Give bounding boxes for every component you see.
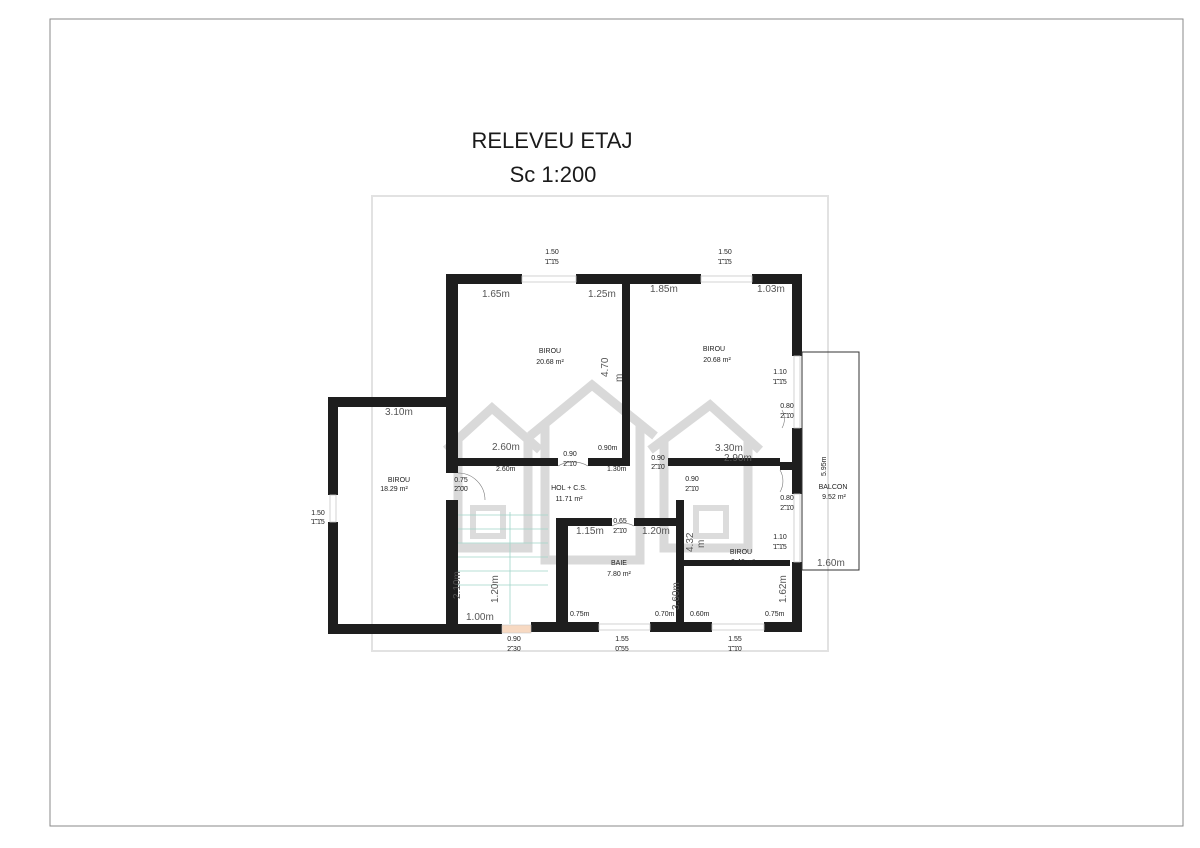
room-area: 18.29 m² <box>380 486 408 493</box>
dimension-label: 2.60m <box>492 442 520 453</box>
sheet-border <box>49 18 1184 827</box>
dimension-label: 2.90m <box>724 453 752 464</box>
opening-width: 0.90 <box>507 636 521 643</box>
dimension-label: 1.20m <box>642 526 670 537</box>
room-area: 7.80 m² <box>607 571 631 578</box>
balcony-outline <box>801 351 860 571</box>
plan-scale: Sc 1:200 <box>510 162 597 187</box>
opening-width: 1.55 <box>728 636 742 643</box>
room-labels: BIROU 20.68 m² BIROU 20.68 m² BIROU 18.2… <box>380 346 847 578</box>
dimension-label: 0.75m <box>570 611 590 618</box>
dimension-label: 0.90m <box>598 445 618 452</box>
opening-width: 0.80 <box>780 495 794 502</box>
dimension-label: 0.75m <box>765 611 785 618</box>
opening-height: 2.10 <box>685 486 699 493</box>
room-name: BIROU <box>539 348 561 355</box>
opening-width: 1.50 <box>545 249 559 256</box>
dimension-label: 3.60m <box>671 582 682 610</box>
room-area: 20.68 m² <box>536 359 564 366</box>
dimension-label: 3.30m <box>715 443 743 454</box>
dimension-label: 5.95m <box>821 456 828 476</box>
opening-height: 2.10 <box>563 461 577 468</box>
opening-height: 2.10 <box>780 413 794 420</box>
dimension-label: 1.62m <box>778 575 789 603</box>
opening-height: 2.10 <box>651 464 665 471</box>
opening-width: 0.90 <box>651 455 665 462</box>
walls <box>328 274 802 634</box>
dimension-label: 1.25m <box>588 289 616 300</box>
opening-width: 0.75 <box>454 477 468 484</box>
room-name: BIROU <box>388 477 410 484</box>
dimension-label: 0.70m <box>655 611 675 618</box>
opening-height: 1.15 <box>773 379 787 386</box>
room-area: 11.71 m² <box>555 496 583 503</box>
watermark-logo <box>371 195 829 652</box>
opening-height: 1.15 <box>545 259 559 266</box>
opening-width: 1.10 <box>773 534 787 541</box>
dimension-label: 2.60m <box>496 466 516 473</box>
door-swings <box>457 409 785 527</box>
room-area: 9.46 m² <box>731 559 755 566</box>
opening-width: 1.10 <box>773 369 787 376</box>
dimension-label: 3.10m <box>385 407 413 418</box>
opening-width: 0.90 <box>685 476 699 483</box>
opening-height: 1.15 <box>718 259 732 266</box>
opening-height: 2.00 <box>454 486 468 493</box>
dimension-label: 0.60m <box>690 611 710 618</box>
dimension-labels: 1.65m 1.25m 1.85m 1.03m 4.70 m 3.10m 2.6… <box>385 284 845 623</box>
opening-height: 0.55 <box>615 646 629 653</box>
dimension-label: 4.32 <box>685 532 696 552</box>
plan-title: RELEVEU ETAJ <box>472 128 633 153</box>
dimension-label: m <box>696 540 707 548</box>
opening-width: 0.65 <box>613 518 627 525</box>
dimension-label: 1.00m <box>466 612 494 623</box>
dimension-label: 4.70 <box>600 357 611 377</box>
room-name: BAIE <box>611 560 627 567</box>
dimension-label: 2.10m <box>452 571 463 599</box>
opening-width: 1.50 <box>311 510 325 517</box>
window-openings <box>329 275 801 634</box>
opening-height: 2.10 <box>613 528 627 535</box>
dimension-label: 1.85m <box>650 284 678 295</box>
room-area: 9.52 m² <box>822 494 846 501</box>
staircase <box>458 512 548 624</box>
opening-height: 1.15 <box>773 544 787 551</box>
opening-labels: 1.50 1.15 1.50 1.15 1.50 1.15 1.10 1.15 … <box>311 249 794 653</box>
opening-height: 1.15 <box>311 519 325 526</box>
dimension-label: 1.15m <box>576 526 604 537</box>
opening-width: 0.90 <box>563 451 577 458</box>
dimension-label: 1.65m <box>482 289 510 300</box>
opening-width: 1.50 <box>718 249 732 256</box>
room-area: 20.68 m² <box>703 357 731 364</box>
room-name: BIROU <box>703 346 725 353</box>
opening-height: 1.10 <box>728 646 742 653</box>
dimension-label: 1.60m <box>817 558 845 569</box>
room-name: BIROU <box>730 549 752 556</box>
room-name: BALCON <box>819 484 848 491</box>
dimension-label: 1.30m <box>607 466 627 473</box>
dimension-label: m <box>614 374 625 382</box>
room-name: HOL + C.S. <box>551 485 587 492</box>
dimension-label: 1.20m <box>490 575 501 603</box>
opening-width: 0.80 <box>780 403 794 410</box>
opening-width: 1.55 <box>615 636 629 643</box>
opening-height: 2.10 <box>780 505 794 512</box>
opening-height: 2.30 <box>507 646 521 653</box>
dimension-label: 1.03m <box>757 284 785 295</box>
